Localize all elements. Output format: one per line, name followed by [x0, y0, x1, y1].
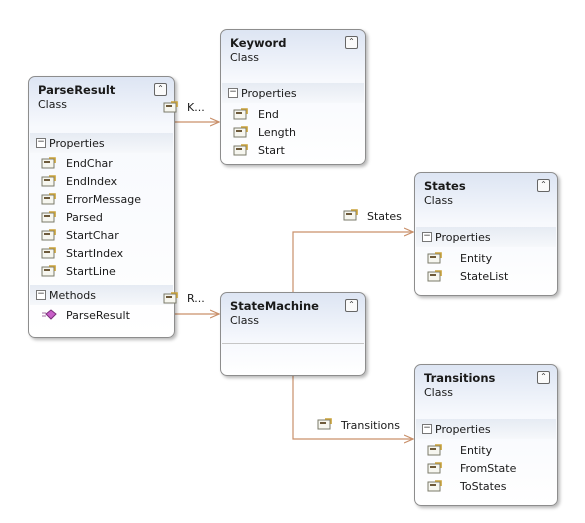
property-name: EndIndex [66, 175, 118, 188]
class-transitions[interactable]: Transitions Class ⌃ − Properties Entity … [414, 364, 558, 506]
class-stereotype: Class [38, 98, 67, 111]
section-label: Properties [49, 137, 105, 150]
property-item[interactable]: Length [221, 124, 365, 142]
property-name: Entity [460, 444, 493, 457]
section-label: Methods [49, 289, 96, 302]
association-label-statemachine[interactable]: R... [187, 292, 205, 305]
chevron-up-icon[interactable]: ⌃ [537, 179, 550, 192]
property-icon [427, 479, 443, 496]
property-icon [427, 461, 443, 478]
class-states[interactable]: States Class ⌃ − Properties Entity State… [414, 172, 558, 296]
class-name: Keyword [230, 36, 287, 50]
property-icon [233, 143, 249, 160]
connector-states [292, 232, 413, 292]
property-icon [41, 156, 57, 173]
collapse-toggle-icon[interactable]: − [422, 231, 432, 242]
property-item[interactable]: Parsed [29, 209, 174, 227]
class-statemachine[interactable]: StateMachine Class ⌃ [220, 292, 366, 376]
properties-section-header[interactable]: − Properties [30, 133, 173, 153]
property-name: ErrorMessage [66, 193, 142, 206]
property-icon [427, 269, 443, 286]
section-label: Properties [435, 231, 491, 244]
class-parseresult[interactable]: ParseResult Class ⌃ − Properties EndChar… [28, 76, 175, 338]
association-label-states[interactable]: States [367, 210, 402, 223]
chevron-up-icon[interactable]: ⌃ [537, 371, 550, 384]
method-item[interactable]: ParseResult [29, 307, 174, 325]
method-name: ParseResult [66, 309, 130, 322]
collapse-toggle-icon[interactable]: − [422, 423, 432, 434]
class-name: States [424, 179, 466, 193]
properties-section-header[interactable]: − Properties [222, 83, 364, 103]
class-name: Transitions [424, 371, 496, 385]
property-name: EndChar [66, 157, 113, 170]
property-icon [233, 107, 249, 124]
property-icon [427, 251, 443, 268]
properties-section-header[interactable]: − Properties [416, 419, 556, 439]
property-name: StartChar [66, 229, 119, 242]
collapse-toggle-icon[interactable]: − [36, 289, 46, 300]
property-item[interactable]: ErrorMessage [29, 191, 174, 209]
section-label: Properties [435, 423, 491, 436]
property-name: Start [258, 144, 285, 157]
property-item[interactable]: FromState [415, 460, 557, 478]
class-stereotype: Class [424, 386, 453, 399]
chevron-up-icon[interactable]: ⌃ [345, 36, 358, 49]
property-item[interactable]: Entity [415, 442, 557, 460]
class-stereotype: Class [230, 314, 259, 327]
property-name: ToStates [460, 480, 507, 493]
property-item[interactable]: StartIndex [29, 245, 174, 263]
chevron-up-icon[interactable]: ⌃ [154, 83, 167, 96]
property-item[interactable]: EndIndex [29, 173, 174, 191]
property-name: Parsed [66, 211, 103, 224]
property-icon [41, 174, 57, 191]
collapse-toggle-icon[interactable]: − [228, 87, 238, 98]
property-item[interactable]: StartLine [29, 263, 174, 281]
property-name: StartLine [66, 265, 116, 278]
property-item[interactable]: ToStates [415, 478, 557, 496]
property-icon [41, 264, 57, 281]
association-label-transitions[interactable]: Transitions [341, 419, 400, 432]
connector-transitions [292, 375, 413, 439]
property-icon [233, 125, 249, 142]
methods-section-header[interactable]: − Methods [30, 285, 173, 305]
property-item[interactable]: End [221, 106, 365, 124]
chevron-up-icon[interactable]: ⌃ [345, 299, 358, 312]
property-icon [41, 228, 57, 245]
property-item[interactable]: StartChar [29, 227, 174, 245]
property-item[interactable]: Start [221, 142, 365, 160]
property-item[interactable]: Entity [415, 250, 557, 268]
property-item[interactable]: StateList [415, 268, 557, 286]
property-icon [317, 417, 333, 434]
class-stereotype: Class [230, 51, 259, 64]
property-name: End [258, 108, 279, 121]
property-icon [343, 208, 359, 225]
property-icon [41, 210, 57, 227]
class-stereotype: Class [424, 194, 453, 207]
property-name: StateList [460, 270, 509, 283]
property-icon [427, 443, 443, 460]
property-icon [41, 192, 57, 209]
property-name: Length [258, 126, 296, 139]
compartment-divider [222, 343, 364, 344]
property-name: Entity [460, 252, 493, 265]
property-name: StartIndex [66, 247, 124, 260]
association-label-keyword[interactable]: K... [187, 101, 205, 114]
section-label: Properties [241, 87, 297, 100]
property-item[interactable]: EndChar [29, 155, 174, 173]
property-icon [41, 246, 57, 263]
class-keyword[interactable]: Keyword Class ⌃ − Properties End Length … [220, 29, 366, 165]
properties-section-header[interactable]: − Properties [416, 227, 556, 247]
class-name: ParseResult [38, 83, 116, 97]
property-name: FromState [460, 462, 517, 475]
property-icon [163, 100, 179, 117]
collapse-toggle-icon[interactable]: − [36, 137, 46, 148]
method-icon [41, 308, 57, 325]
property-icon [163, 291, 179, 308]
class-name: StateMachine [230, 299, 319, 313]
